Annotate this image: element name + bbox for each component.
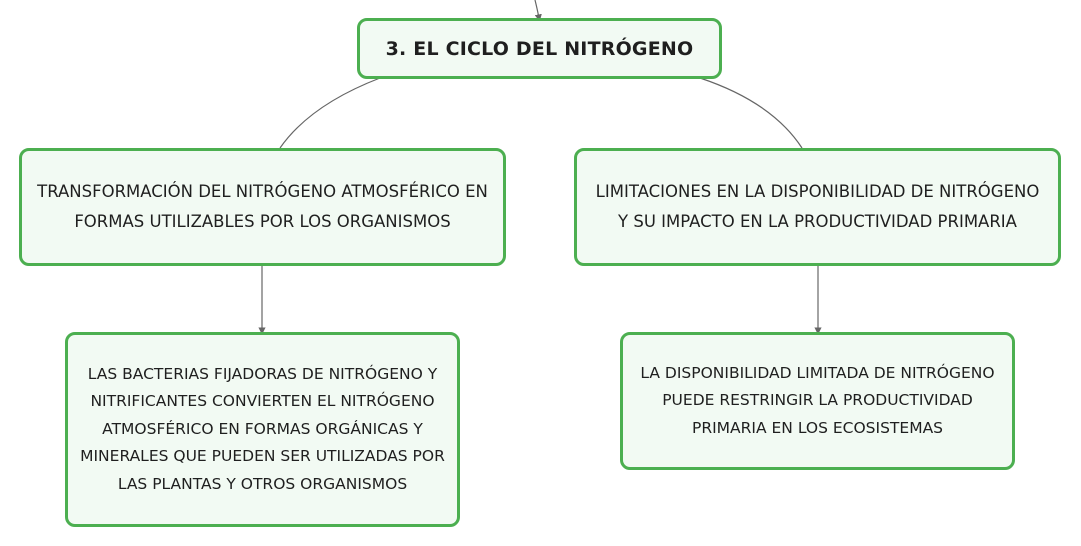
detail-node-bacterias[interactable]: LAS BACTERIAS FIJADORAS DE NITRÓGENO Y N… bbox=[65, 332, 460, 527]
detail-node-text: LA DISPONIBILIDAD LIMITADA DE NITRÓGENO … bbox=[640, 363, 995, 437]
root-to-left-branch-connector bbox=[279, 77, 381, 149]
root-to-right-branch-connector bbox=[699, 77, 803, 149]
incoming-connector bbox=[534, 0, 542, 22]
root-node-label: 3. EL CICLO DEL NITRÓGENO bbox=[385, 37, 694, 60]
branch-node-label: LIMITACIONES EN LA DISPONIBILIDAD DE NIT… bbox=[595, 182, 1040, 231]
detail-node-text: LAS BACTERIAS FIJADORAS DE NITRÓGENO Y N… bbox=[80, 364, 445, 493]
branch-node-transformacion[interactable]: TRANSFORMACIÓN DEL NITRÓGENO ATMOSFÉRICO… bbox=[19, 148, 506, 266]
detail-node-disponibilidad[interactable]: LA DISPONIBILIDAD LIMITADA DE NITRÓGENO … bbox=[620, 332, 1015, 470]
branch-node-limitaciones[interactable]: LIMITACIONES EN LA DISPONIBILIDAD DE NIT… bbox=[574, 148, 1061, 266]
branch-node-label: TRANSFORMACIÓN DEL NITRÓGENO ATMOSFÉRICO… bbox=[37, 182, 488, 231]
root-node[interactable]: 3. EL CICLO DEL NITRÓGENO bbox=[357, 18, 722, 79]
